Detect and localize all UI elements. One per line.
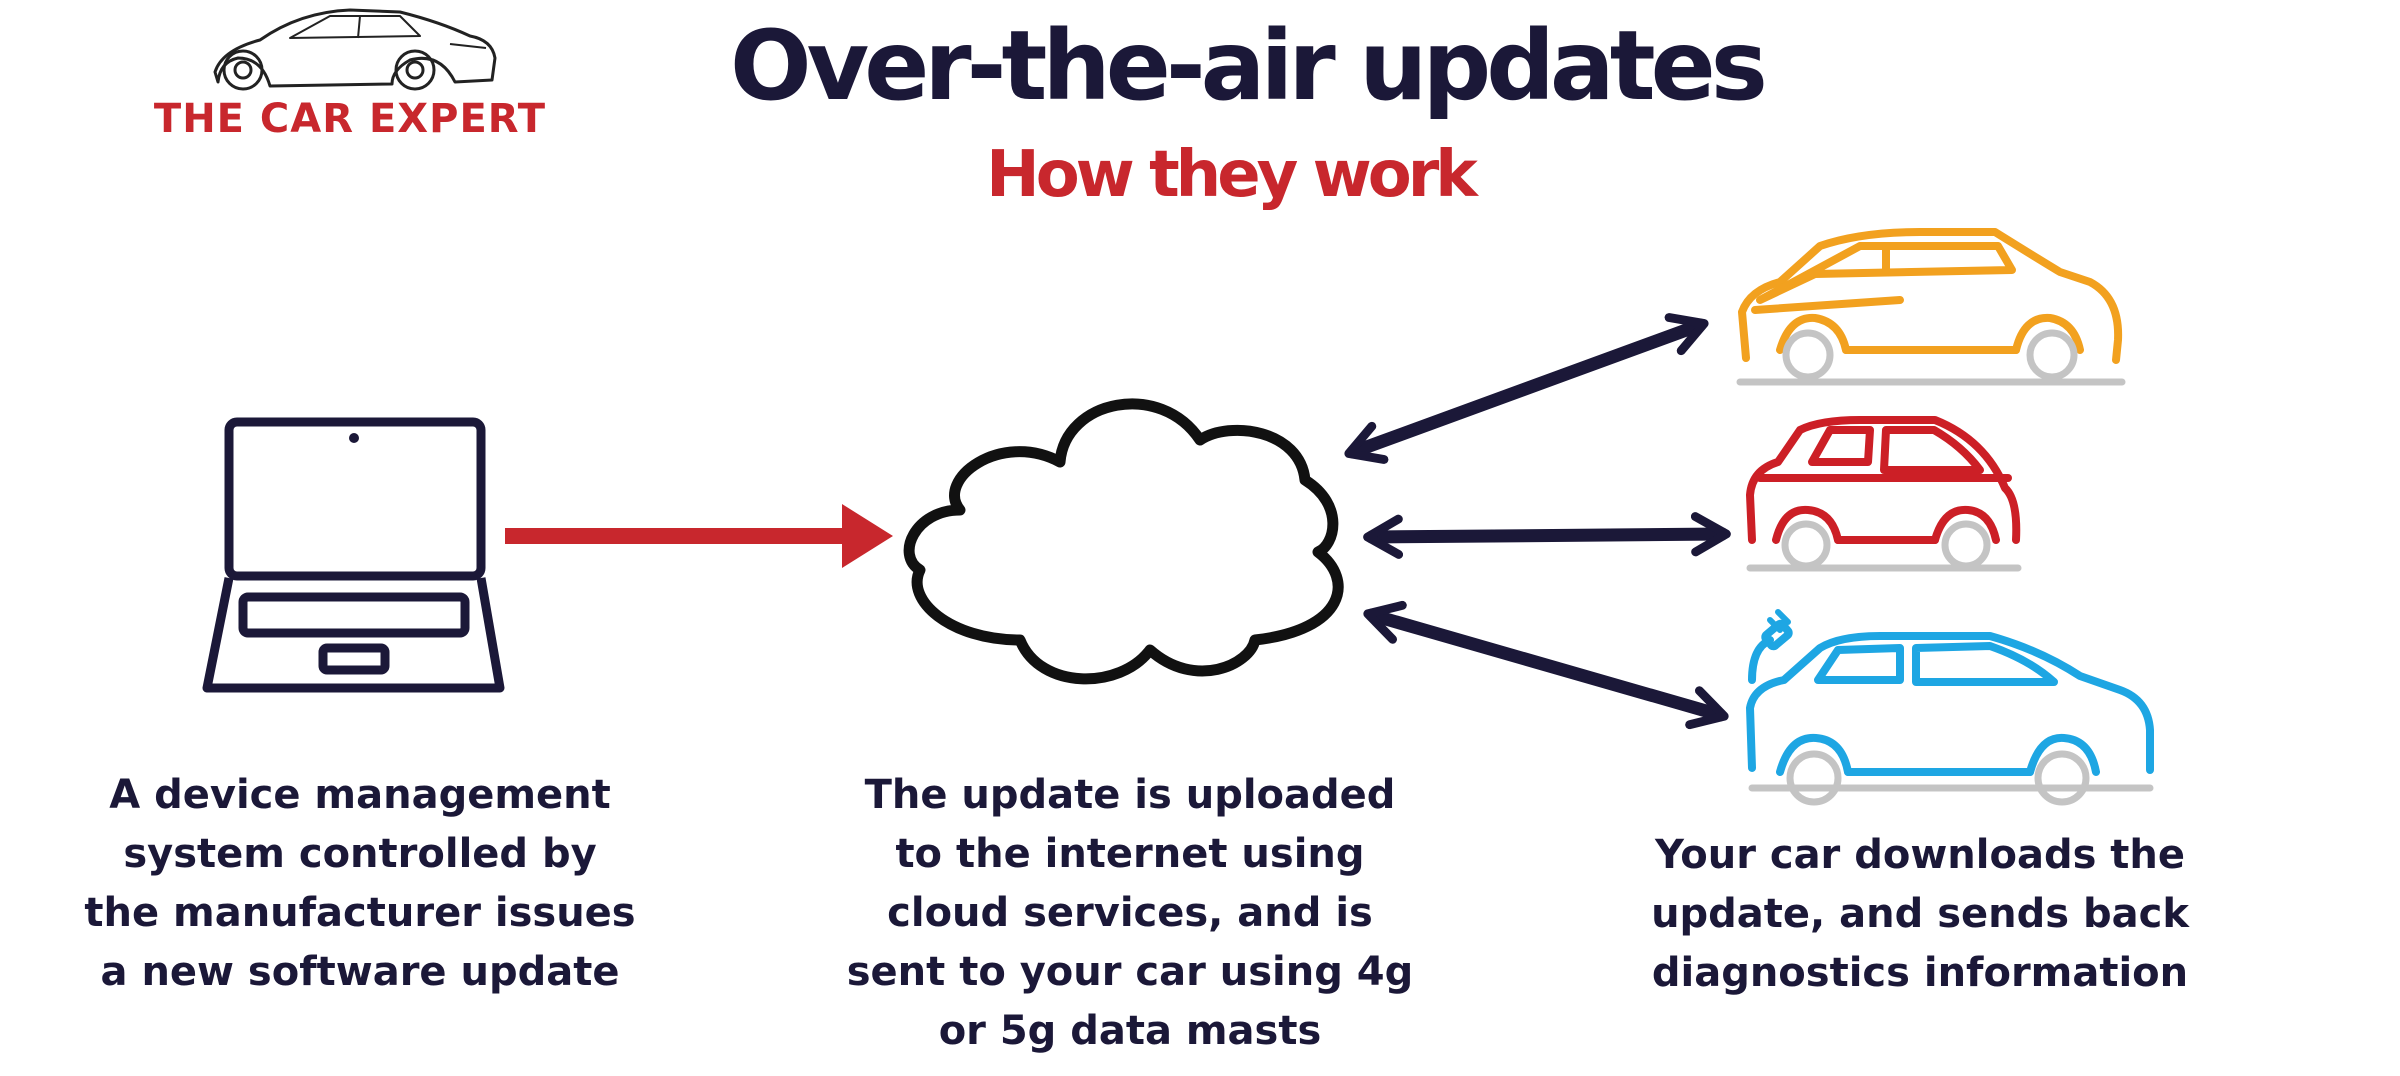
caption-line: update, and sends back xyxy=(1651,891,2189,937)
caption-line: or 5g data masts xyxy=(938,1008,1322,1054)
step-caption-device-management: A device management system controlled by… xyxy=(40,766,680,1002)
cloud-icon xyxy=(903,398,1344,685)
caption-line: sent to your car using 4g xyxy=(846,949,1414,995)
orange-suv-icon xyxy=(1736,228,2126,386)
caption-line: cloud services, and is xyxy=(887,890,1373,936)
caption-line: A device management xyxy=(109,772,611,818)
step-caption-cloud: The update is uploaded to the internet u… xyxy=(810,766,1450,1061)
caption-line: Your car downloads the xyxy=(1654,832,2186,878)
link-arrow-red-car xyxy=(1363,512,1731,559)
page-subtitle: How they work xyxy=(986,138,1478,212)
brand-name: THE CAR EXPERT xyxy=(153,96,547,142)
caption-line: The update is uploaded xyxy=(864,772,1396,818)
link-arrow-blue-car xyxy=(1363,600,1729,730)
caption-line: the manufacturer issues xyxy=(84,890,636,936)
caption-line: a new software update xyxy=(100,949,620,995)
laptop-icon xyxy=(202,417,505,693)
blue-electric-suv-icon xyxy=(1746,609,2154,806)
caption-line: to the internet using xyxy=(895,831,1365,877)
caption-line: diagnostics information xyxy=(1651,950,2189,996)
caption-line: system controlled by xyxy=(123,831,597,877)
upload-arrow xyxy=(505,504,893,568)
red-hatchback-icon xyxy=(1746,416,2022,572)
webcam-icon xyxy=(349,433,359,443)
car-silhouette-icon xyxy=(213,8,497,91)
page-title: Over-the-air updates xyxy=(730,10,1768,122)
link-arrow-orange-car xyxy=(1344,313,1709,464)
step-caption-car: Your car downloads the update, and sends… xyxy=(1600,826,2240,1003)
